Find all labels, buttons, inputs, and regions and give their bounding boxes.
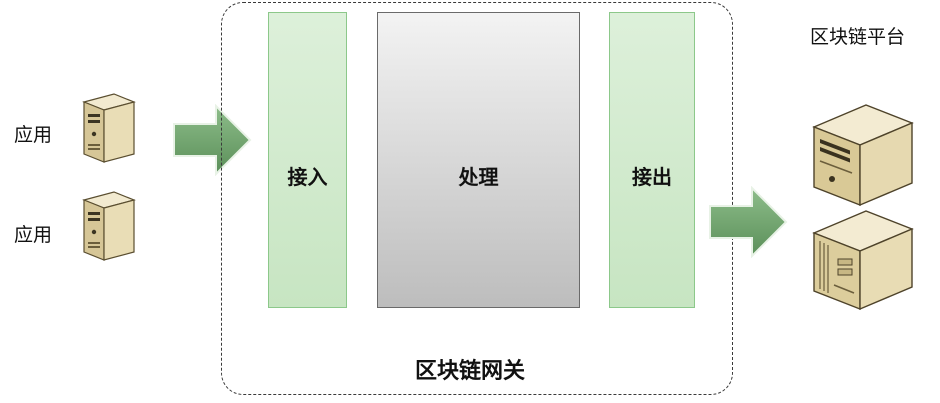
gateway-frame — [221, 2, 733, 395]
access-stage: 接入 — [268, 12, 347, 308]
process-stage: 处理 — [377, 12, 580, 308]
server-tower-icon — [78, 188, 138, 262]
egress-stage: 接出 — [609, 12, 695, 308]
output-arrow-icon — [708, 186, 788, 258]
app-label-1: 应用 — [14, 124, 53, 146]
process-stage-label: 处理 — [458, 165, 499, 189]
server-tower-icon — [78, 90, 138, 164]
server-cabinet-icon — [808, 205, 916, 313]
egress-stage-label: 接出 — [632, 165, 672, 189]
gateway-title: 区块链网关 — [415, 359, 526, 384]
app-label-2: 应用 — [14, 224, 53, 246]
access-stage-label: 接入 — [287, 165, 328, 189]
input-arrow-icon — [172, 104, 252, 176]
platform-label: 区块链平台 — [810, 26, 906, 48]
server-block-icon — [808, 97, 916, 209]
